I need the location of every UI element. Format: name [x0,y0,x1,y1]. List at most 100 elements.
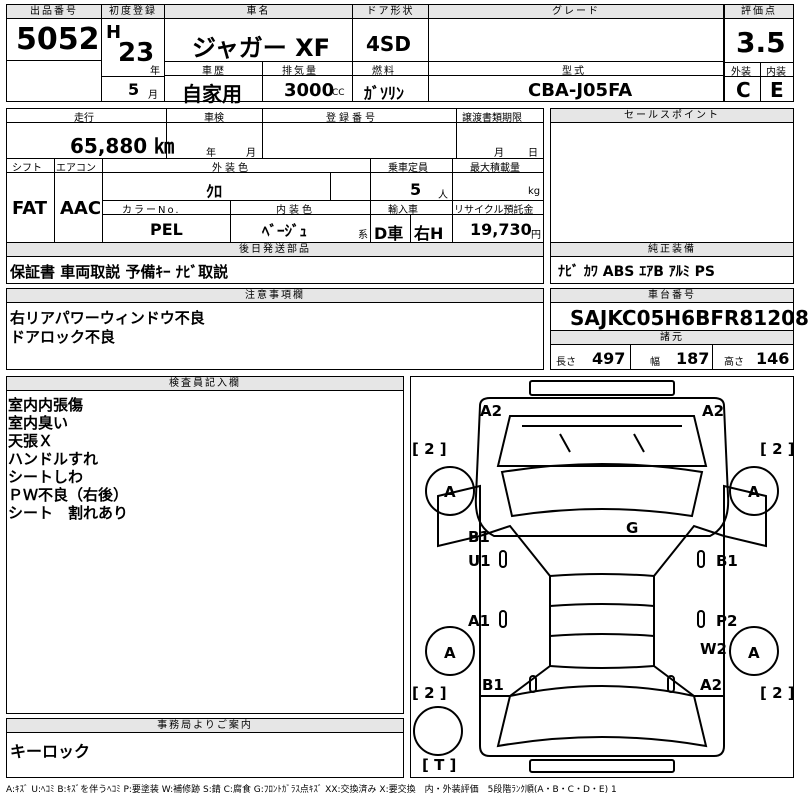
car-diagram-svg: A2 A2 [ 2 ] [ 2 ] A A G B1 U1 B1 A1 P2 W… [412,380,795,774]
recycle-label: リサイクル預託金 [454,205,534,216]
spec-height-label: 高さ [724,357,744,368]
first-reg-label: 初度登録 [102,5,164,19]
mark-b1-bl: B1 [482,676,504,694]
inspection-label: 車検 [204,113,224,124]
detail-block [6,108,544,284]
first-reg-month-unit: 月 [148,90,158,101]
model-label: 型式 [562,66,586,77]
transfer-label: 譲渡書類期限 [462,113,522,124]
capacity-value: 5 [410,180,422,199]
inspector-line-5: シートしわ [8,468,84,486]
import-value-2: 右H [414,224,444,243]
inspection-month-unit: 月 [246,148,256,159]
notes-block [6,288,544,370]
header-block [6,4,724,102]
mark-a-l2: A [444,644,456,662]
door-label: ドア形状 [353,5,428,19]
mark-bracket-br: [ 2 ] [760,684,795,702]
inspector-line-3: 天張Ｘ [8,432,54,450]
spec-length-label: 長さ [556,357,576,368]
office-label: 事務局よりご案内 [7,719,403,733]
genuine-value: ﾅﾋﾞ ｶﾜ ABS ｴｱB ｱﾙﾐ PS [558,264,715,280]
score-block [724,4,794,102]
inspection-year-unit: 年 [206,148,216,159]
spec-width: 187 [676,349,710,368]
inspector-label: 検査員記入欄 [7,377,403,391]
ext-color-label: 外装色 [212,163,251,174]
score-value: 3.5 [736,26,786,59]
mark-g: G [626,519,638,537]
lot-number: 5052 [16,22,100,57]
history-value: 自家用 [182,82,242,106]
mark-u1-l: U1 [468,552,491,570]
later-parts-label: 後日発送部品 [7,243,543,257]
mark-p2-r: P2 [716,612,737,630]
chassis-block [550,288,794,370]
fuel-value: ｶﾞｿﾘﾝ [364,84,405,103]
later-parts-value: 保証書 車両取説 予備ｷｰ ﾅﾋﾞ取説 [10,263,229,281]
history-label: 車歴 [202,66,226,77]
lot-label: 出品番号 [7,5,101,19]
import-label: 輸入車 [388,205,418,216]
transfer-day-unit: 日 [528,148,538,159]
max-load-unit: kg [528,186,541,197]
car-name: ジャガー XF [192,34,331,62]
ext-color-value: ｸﾛ [206,182,223,201]
mark-a2-tr: A2 [702,402,724,420]
import-value-1: D車 [374,224,404,243]
spec-length: 497 [592,349,626,368]
max-load-label: 最大積載量 [470,163,520,174]
mileage-label: 走行 [74,113,94,124]
ac-label: エアコン [56,163,96,174]
model-value: CBA-J05FA [528,80,633,101]
mark-w2-r: W2 [700,640,727,658]
displacement-value: 3000 [284,80,335,101]
notes-line-2: ドアロック不良 [10,328,116,346]
mark-a2-tl: A2 [480,402,502,420]
specs-label: 諸元 [551,331,793,345]
inspector-line-6: ＰＷ不良（右後） [8,486,129,504]
capacity-unit: 人 [438,190,448,201]
mark-a-l1: A [444,483,456,501]
inspector-block [6,376,404,714]
chassis-number: SAJKC05H6BFR81208 [570,306,809,330]
recycle-unit: 円 [531,230,541,241]
notes-line-1: 右リアパワーウィンドウ不良 [10,309,205,327]
mark-a-r2: A [748,644,760,662]
chassis-label: 車台番号 [551,289,793,303]
office-block [6,718,404,778]
mark-a-r1: A [748,483,760,501]
grade-label: グレード [429,5,723,19]
mark-bracket-tl: [ 2 ] [412,440,447,458]
color-no-label: カラーNo. [122,205,181,216]
door-value: 4SD [366,32,411,56]
displacement-label: 排気量 [282,66,318,77]
mark-a1-l: A1 [468,612,490,630]
mark-bracket-t: [ T ] [422,756,456,774]
plate-label: 登録番号 [326,113,378,124]
inspector-line-4: ハンドルすれ [8,450,99,468]
damage-diagram [410,376,794,778]
fuel-label: 燃料 [372,66,396,77]
shift-value: FAT [12,198,48,219]
inspector-line-1: 室内内張傷 [8,396,84,414]
spec-height: 146 [756,349,790,368]
spec-width-label: 幅 [650,357,660,368]
mileage-value: 65,880 ㎞ [70,134,175,158]
mark-bracket-bl: [ 2 ] [412,684,447,702]
inspector-line-7: シート 割れあり [8,504,129,522]
first-reg-era: H [106,22,122,43]
shift-label: シフト [12,163,42,174]
int-color-suffix: 系 [358,230,368,241]
legend: A:ｷｽﾞ U:ﾍｺﾐ B:ｷｽﾞを伴うﾍｺﾐ P:要塗装 W:補修跡 S:錆 … [6,785,617,795]
score-label: 評価点 [725,5,793,19]
sales-point-label: セールスポイント [551,109,793,123]
recycle-value: 19,730 [470,220,532,239]
ac-value: AAC [60,198,102,219]
int-color-value: ﾍﾞｰｼﾞｭ [262,222,308,240]
sales-point-block [550,108,794,284]
genuine-label: 純正装備 [551,243,793,257]
car-name-label: 車名 [165,5,352,19]
mark-a2-br: A2 [700,676,722,694]
mark-b1-l: B1 [468,528,490,546]
